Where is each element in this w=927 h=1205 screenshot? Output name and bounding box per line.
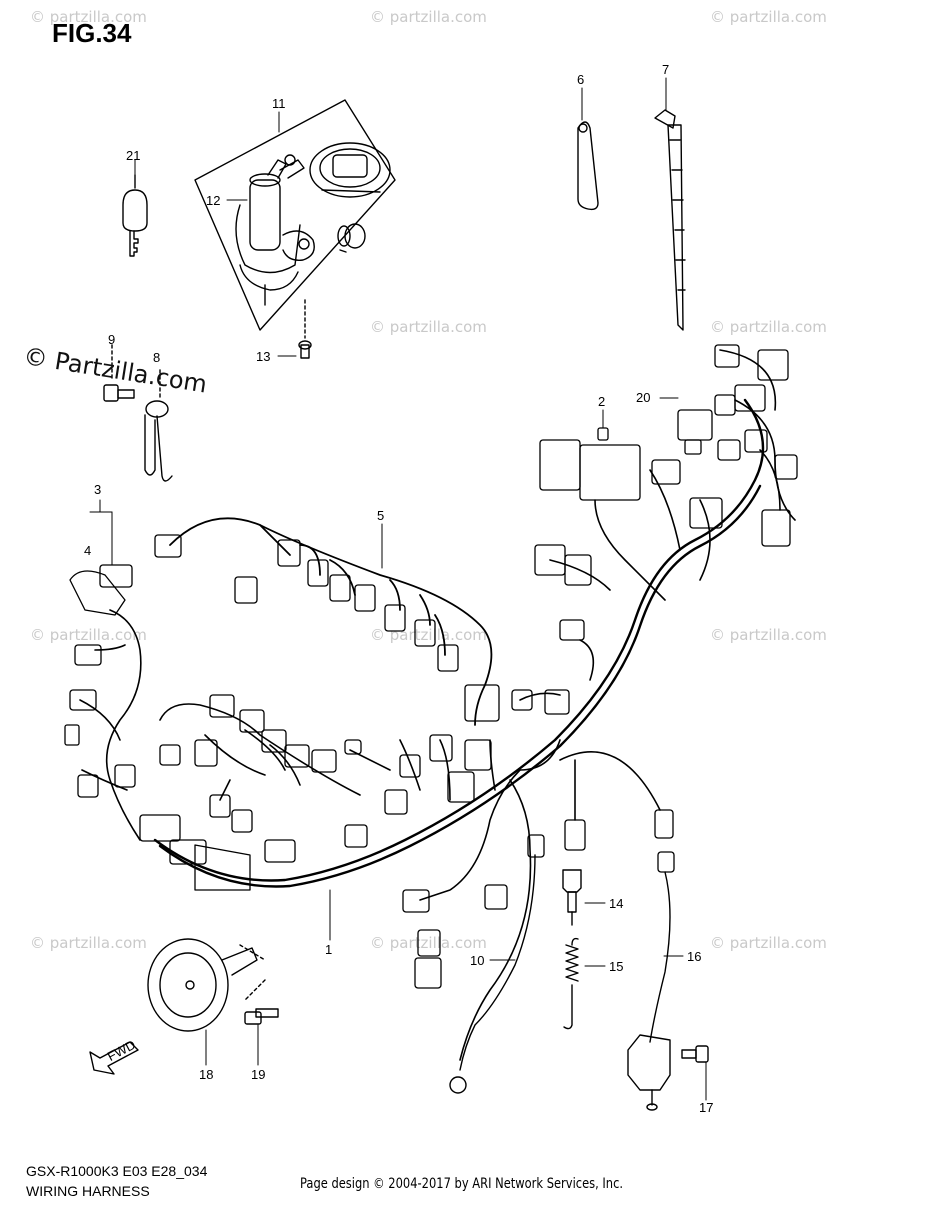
sensor-lead-16 (627, 871, 671, 1111)
callout-16: 16 (687, 949, 701, 964)
assembly-name: WIRING HARNESS (26, 1183, 150, 1199)
figure-title: FIG.34 (52, 18, 132, 48)
bolt-17 (681, 1045, 709, 1063)
switch-14 (562, 869, 582, 926)
key-21 (122, 174, 148, 257)
watermark: © partzilla.com (710, 626, 827, 644)
callout-1: 1 (325, 942, 332, 957)
watermark: © partzilla.com (30, 626, 147, 644)
clamp-6 (577, 121, 599, 211)
screw-13 (298, 299, 312, 359)
callout-14: 14 (609, 896, 623, 911)
harness-left-branch (79, 609, 496, 841)
callout-21: 21 (126, 148, 140, 163)
callout-17: 17 (699, 1100, 713, 1115)
callout-19: 19 (251, 1067, 265, 1082)
clamp-8 (144, 369, 173, 482)
page-credit: Page design © 2004-2017 by ARI Network S… (300, 1176, 624, 1192)
watermark: © partzilla.com (370, 626, 487, 644)
callout-8: 8 (153, 350, 160, 365)
callout-12: 12 (206, 193, 220, 208)
leader-lines (89, 77, 707, 1101)
bolt-9 (103, 344, 135, 402)
fwd-label: FWD (105, 1037, 138, 1064)
callout-3: 3 (94, 482, 101, 497)
callout-6: 6 (577, 72, 584, 87)
horn-18 (147, 938, 266, 1032)
callout-9: 9 (108, 332, 115, 347)
lead-10 (449, 854, 536, 1094)
harness-5 (169, 517, 493, 726)
callout-10: 10 (470, 953, 484, 968)
watermark: © partzilla.com (710, 318, 827, 336)
watermark: © partzilla.com (370, 318, 487, 336)
fwd-arrow-icon (89, 1041, 139, 1075)
callout-15: 15 (609, 959, 623, 974)
callout-labels: 1 2 3 4 5 6 7 8 9 10 11 12 13 14 15 16 1… (84, 62, 713, 1115)
watermark: © partzilla.com (370, 8, 487, 26)
watermark: © partzilla.com (710, 934, 827, 952)
watermark: © partzilla.com (370, 934, 487, 952)
harness-right-branch (419, 349, 796, 1061)
callout-20: 20 (636, 390, 650, 405)
connectors (64, 344, 798, 989)
model-code: GSX-R1000K3 E03 E28_034 (26, 1163, 208, 1179)
watermark: © partzilla.com (30, 8, 147, 26)
callout-4: 4 (84, 543, 91, 558)
cable-tie-7 (654, 109, 686, 331)
callout-7: 7 (662, 62, 669, 77)
callout-2: 2 (598, 394, 605, 409)
watermark: © partzilla.com (710, 8, 827, 26)
callout-5: 5 (377, 508, 384, 523)
watermarks: © partzilla.com © partzilla.com © partzi… (30, 8, 827, 952)
main-harness-trunk (153, 398, 765, 888)
bolt-19 (244, 1008, 279, 1025)
callout-11: 11 (272, 96, 286, 111)
watermark: © partzilla.com (30, 934, 147, 952)
callout-18: 18 (199, 1067, 213, 1082)
callout-13: 13 (256, 349, 270, 364)
spring-15 (563, 937, 579, 1030)
ignition-switch-set (194, 99, 396, 331)
